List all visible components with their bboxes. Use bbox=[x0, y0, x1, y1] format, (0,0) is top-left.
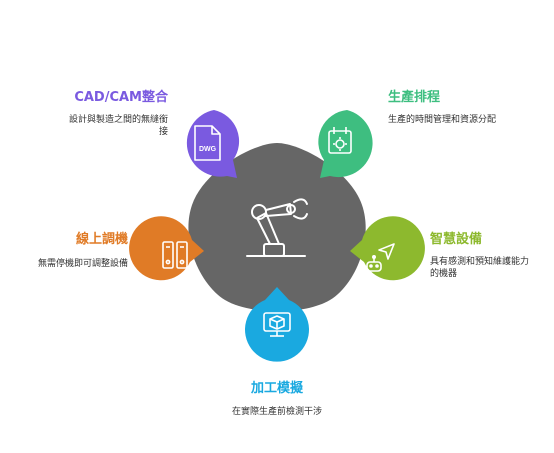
online-tuning-description: 無需停機即可調整設備 bbox=[37, 259, 128, 269]
simulation-description: 在實際生產前檢測干涉 bbox=[231, 407, 322, 417]
smart-equipment-description: 具有感測和預知維護能力的機器 bbox=[430, 257, 530, 279]
monitor-cube-icon bbox=[263, 312, 291, 337]
center-pentagon bbox=[188, 143, 366, 312]
simulation-title: 加工模擬 bbox=[250, 381, 303, 396]
scheduling-title: 生產排程 bbox=[388, 90, 441, 105]
cad-cam-title: CAD/CAM整合 bbox=[74, 90, 168, 105]
online-tuning-node[interactable] bbox=[129, 216, 204, 281]
cad-cam-description: 設計與製造之間的無縫銜接 bbox=[68, 115, 168, 137]
smart-equipment-title: 智慧設備 bbox=[430, 232, 483, 247]
robot-navigation-icon bbox=[366, 243, 395, 272]
scheduling-description: 生產的時間管理和資源分配 bbox=[388, 115, 497, 125]
online-tuning-title: 線上調機 bbox=[75, 232, 128, 247]
dwg-label: DWG bbox=[199, 146, 217, 153]
cad-cam-node[interactable] bbox=[186, 110, 240, 178]
calendar-gear-icon bbox=[328, 127, 352, 154]
robotic-arm-icon bbox=[246, 198, 308, 257]
smart-equipment-node[interactable] bbox=[350, 216, 425, 281]
dwg-file-icon: DWG bbox=[194, 125, 221, 161]
binders-icon bbox=[162, 241, 188, 269]
